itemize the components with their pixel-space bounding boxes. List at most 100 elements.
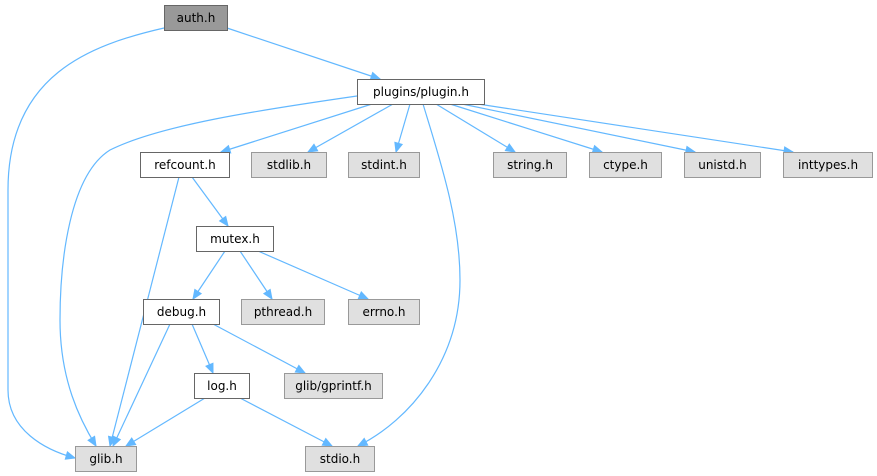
node-auth[interactable]: auth.h <box>164 5 228 31</box>
edge-line <box>226 27 381 80</box>
node-stdlib: stdlib.h <box>251 152 327 178</box>
edge-line <box>239 250 273 300</box>
node-pthread: pthread.h <box>241 299 325 325</box>
node-label: glib/gprintf.h <box>295 379 372 393</box>
node-box <box>493 152 567 178</box>
node-label: refcount.h <box>154 158 216 172</box>
node-plugin[interactable]: plugins/plugin.h <box>357 79 485 105</box>
edge-line <box>112 323 171 447</box>
edge-refcount-to-mutex <box>191 176 229 228</box>
node-box <box>164 5 228 31</box>
arrowhead-icon <box>294 364 307 374</box>
edge-line <box>125 397 206 447</box>
arrowhead-icon <box>64 450 77 460</box>
node-label: glib.h <box>89 452 122 466</box>
edge-plugin-to-unistd <box>461 103 697 155</box>
arrowhead-icon <box>219 144 232 154</box>
arrowhead-icon <box>112 435 122 448</box>
arrowhead-icon <box>394 141 404 154</box>
node-box <box>357 79 485 105</box>
node-string: string.h <box>493 152 567 178</box>
edge-line <box>449 103 603 153</box>
node-stdint: stdint.h <box>348 152 420 178</box>
node-glib: glib.h <box>75 446 137 472</box>
edge-plugin-to-string <box>435 103 517 153</box>
arrowhead-icon <box>356 437 369 447</box>
edge-line <box>357 103 461 447</box>
node-label: pthread.h <box>254 305 312 319</box>
arrowhead-icon <box>124 437 137 447</box>
arrowhead-icon <box>369 71 382 81</box>
edge-line <box>307 103 394 153</box>
arrowhead-icon <box>192 288 203 301</box>
edge-mutex-to-errno <box>257 250 370 300</box>
edge-auth-to-glib <box>7 27 165 460</box>
node-mutex[interactable]: mutex.h <box>196 226 274 252</box>
node-box <box>783 152 873 178</box>
node-label: stdint.h <box>361 158 407 172</box>
edge-mutex-to-debug <box>192 250 226 301</box>
node-log[interactable]: log.h <box>194 373 250 399</box>
arrowhead-icon <box>357 291 370 300</box>
arrowhead-icon <box>87 435 97 448</box>
node-label: auth.h <box>177 11 216 25</box>
node-box <box>305 446 375 472</box>
node-label: log.h <box>207 379 237 393</box>
edges-layer <box>7 27 795 460</box>
node-label: errno.h <box>363 305 406 319</box>
arrowhead-icon <box>205 362 214 375</box>
arrowhead-icon <box>306 143 319 153</box>
node-label: stdlib.h <box>267 158 311 172</box>
edge-line <box>461 103 696 153</box>
nodes-layer: auth.h plugins/plugin.h refcount.h stdlib.h… <box>75 5 873 472</box>
node-stdio: stdio.h <box>305 446 375 472</box>
edge-auth-to-plugin <box>226 27 382 81</box>
node-label: debug.h <box>157 305 206 319</box>
edge-mutex-to-pthread <box>239 250 273 301</box>
node-inttypes: inttypes.h <box>783 152 873 178</box>
node-refcount[interactable]: refcount.h <box>140 152 230 178</box>
node-box <box>251 152 327 178</box>
edge-line <box>257 250 369 300</box>
edge-plugin-to-glib <box>59 95 358 448</box>
node-box <box>348 299 420 325</box>
edge-debug-to-glib <box>112 323 171 448</box>
node-label: string.h <box>507 158 553 172</box>
edge-line <box>220 103 373 153</box>
edge-line <box>7 27 165 459</box>
node-box <box>196 226 274 252</box>
edge-line <box>239 397 333 447</box>
node-box <box>684 152 761 178</box>
arrowhead-icon <box>218 215 229 228</box>
edge-line <box>59 95 358 447</box>
node-label: stdio.h <box>320 452 360 466</box>
node-box <box>241 299 325 325</box>
node-debug[interactable]: debug.h <box>143 299 220 325</box>
node-box <box>75 446 137 472</box>
node-errno: errno.h <box>348 299 420 325</box>
edge-log-to-stdio <box>239 397 334 447</box>
edge-plugin-to-stdio <box>356 103 461 447</box>
node-box <box>143 299 220 325</box>
node-gprintf: glib/gprintf.h <box>284 373 383 399</box>
node-label: mutex.h <box>210 232 260 246</box>
node-label: ctype.h <box>603 158 648 172</box>
node-unistd: unistd.h <box>684 152 761 178</box>
edge-plugin-to-ctype <box>449 103 604 154</box>
edge-plugin-to-stdlib <box>306 103 394 153</box>
edge-line <box>191 176 229 227</box>
node-box <box>194 373 250 399</box>
edge-line <box>212 323 306 374</box>
node-box <box>140 152 230 178</box>
node-label: inttypes.h <box>798 158 858 172</box>
edge-line <box>477 103 794 153</box>
node-label: unistd.h <box>698 158 747 172</box>
edge-line <box>192 250 226 300</box>
edge-debug-to-log <box>191 323 214 375</box>
edge-line <box>435 103 516 153</box>
edge-debug-to-gprintf <box>212 323 307 374</box>
edge-plugin-to-inttypes <box>477 103 795 156</box>
arrowhead-icon <box>591 144 604 154</box>
arrowhead-icon <box>504 143 517 153</box>
